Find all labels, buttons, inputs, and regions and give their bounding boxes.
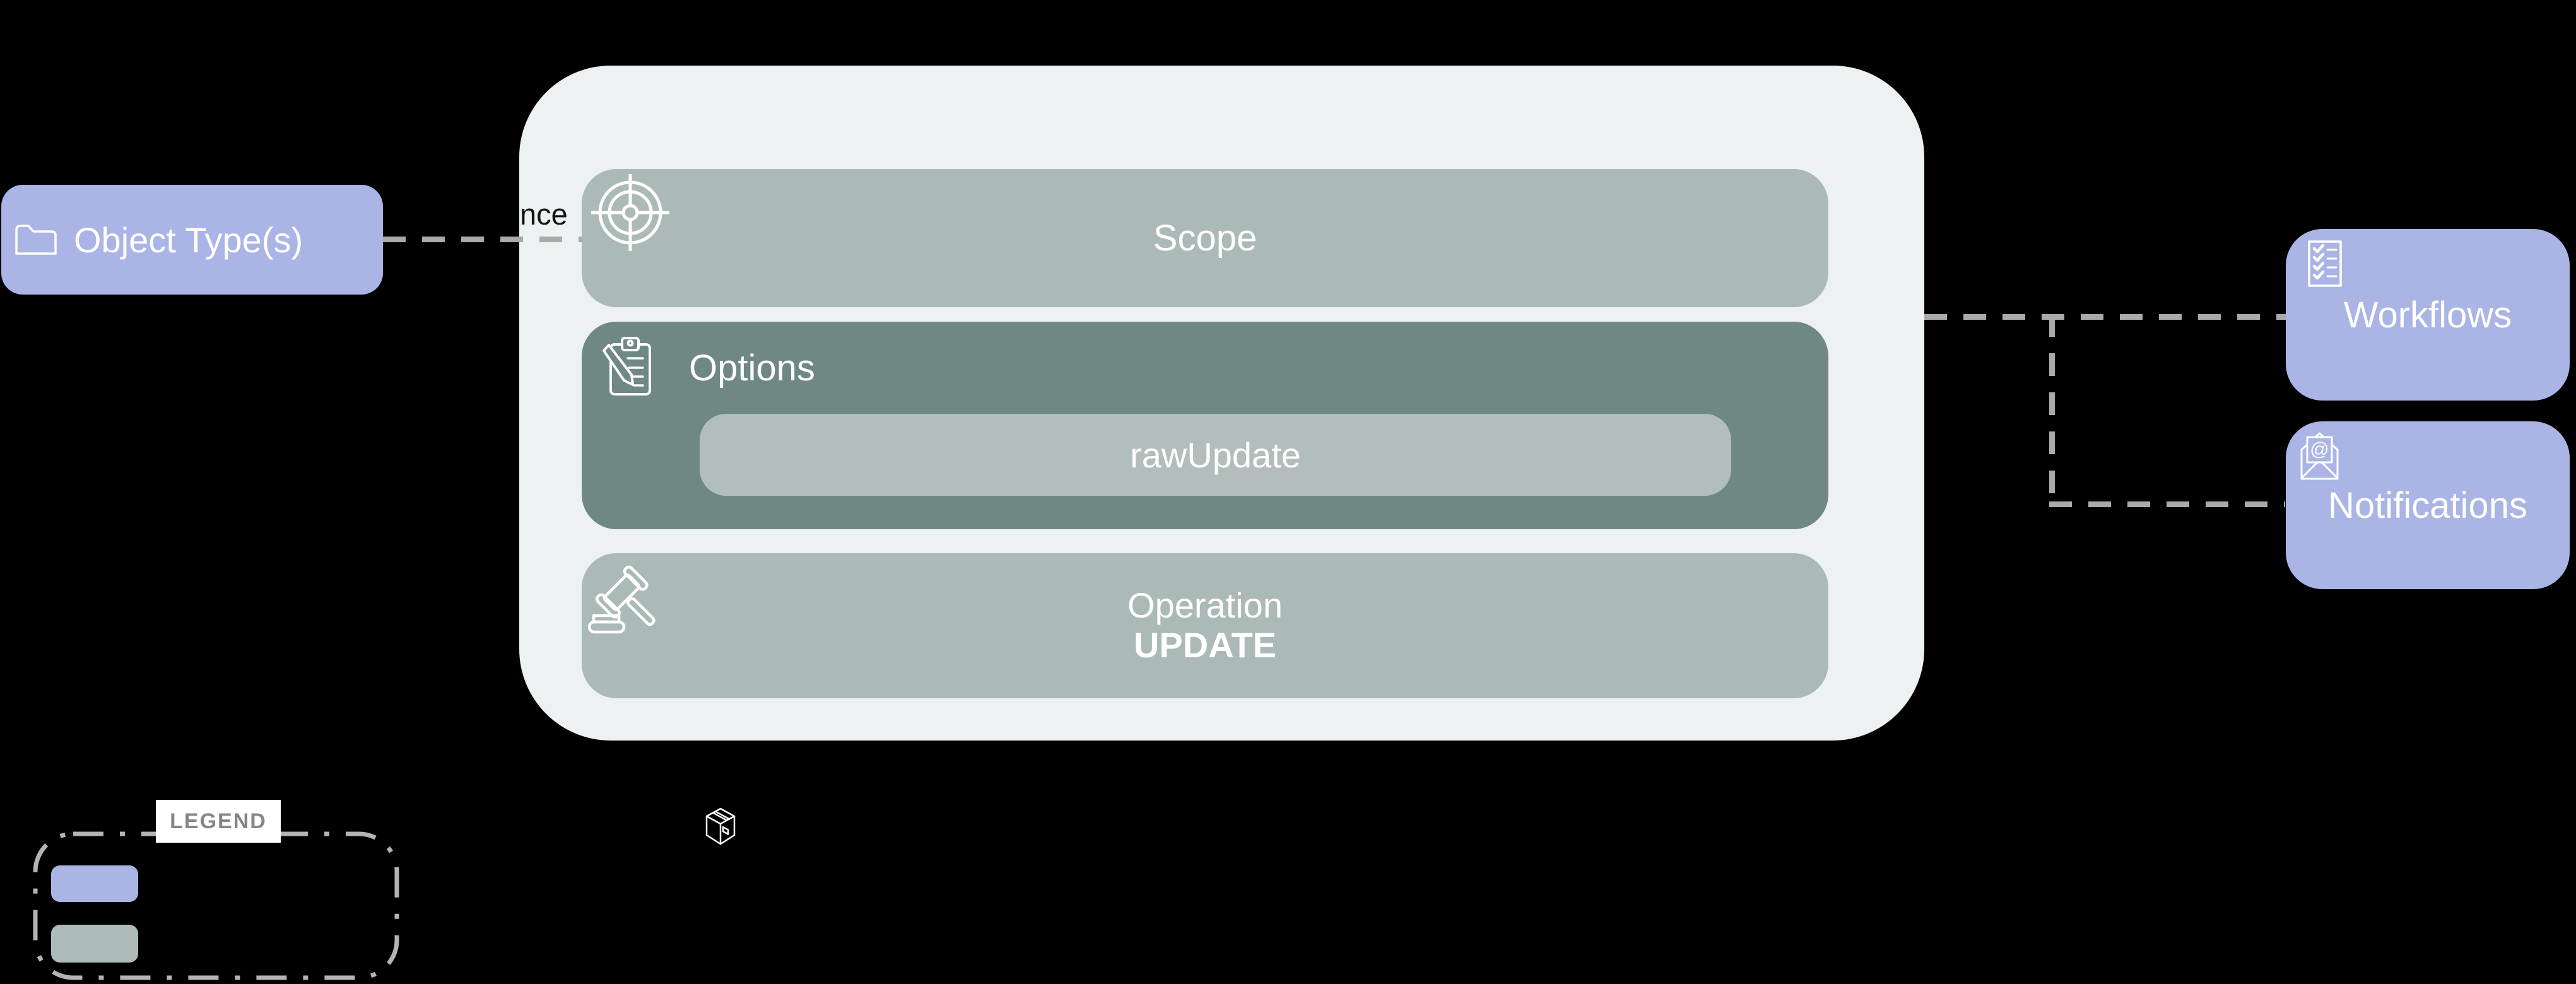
scope-bar: Scope [582, 169, 1828, 307]
folder-icon [14, 223, 58, 256]
clipboard-pencil-icon [601, 337, 653, 396]
connector-branch-vertical [2049, 314, 2055, 507]
scope-label: Scope [1153, 218, 1257, 259]
edge-label-fragment: nce [520, 197, 568, 231]
legend-swatch-card-bar [51, 925, 138, 963]
option-item-raw-update: rawUpdate [700, 414, 1731, 496]
operation-value: UPDATE [1133, 625, 1277, 665]
action-card: Scope Options rawUpdate [519, 66, 1924, 741]
target-icon [591, 173, 670, 252]
gavel-icon [588, 562, 659, 636]
connector-card-to-notifications [2049, 501, 2285, 507]
legend-swatch-object-node [51, 865, 138, 902]
svg-text:@: @ [2310, 439, 2329, 460]
options-label: Options [689, 348, 815, 389]
connector-card-to-workflows [1924, 314, 2286, 320]
option-item-label: rawUpdate [1130, 435, 1301, 475]
package-icon [705, 807, 736, 845]
connector-object-to-card [383, 237, 582, 242]
checklist-icon [2307, 240, 2343, 288]
legend-title: LEGEND [170, 809, 267, 833]
workflows-label: Workflows [2343, 294, 2512, 336]
operation-label: Operation [1127, 585, 1283, 626]
object-types-label: Object Type(s) [74, 220, 303, 260]
options-section: Options rawUpdate [582, 322, 1828, 529]
node-object-types: Object Type(s) [1, 185, 383, 295]
legend-title-box: LEGEND [156, 800, 281, 843]
node-workflows: Workflows [2286, 229, 2570, 401]
mail-at-icon: @ [2297, 429, 2343, 481]
notifications-label: Notifications [2328, 484, 2527, 526]
operation-bar: Operation UPDATE [582, 553, 1828, 698]
node-notifications: @ Notifications [2286, 421, 2570, 589]
